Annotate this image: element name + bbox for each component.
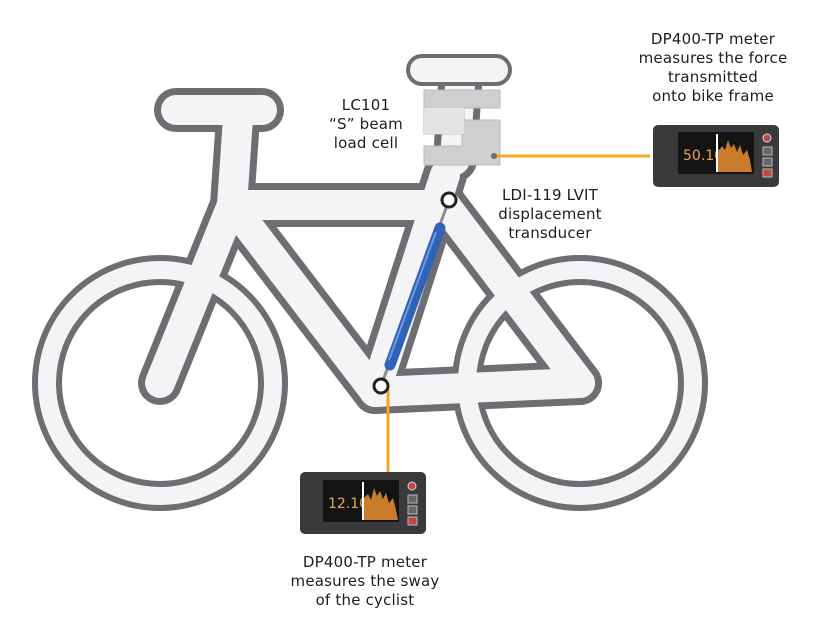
s-beam-load-cell [423,89,501,166]
top-meter-button[interactable] [762,157,773,167]
bottom-meter-power-icon[interactable] [407,481,417,491]
bottom-meter-label: DP400-TP meter measures the sway of the … [280,553,450,610]
top-meter-label: DP400-TP meter measures the force transm… [628,30,798,106]
bike-frame-fill [145,70,595,407]
transducer-label: LDI-119 LVIT displacement transducer [490,186,610,243]
saddle [406,54,512,86]
top-meter-button[interactable] [762,146,773,156]
bottom-meter-label-line1: DP400-TP meter [302,553,428,571]
top-meter-button[interactable] [762,168,773,178]
top-meter: 50.10 [653,125,779,187]
top-meter-histogram [718,140,752,172]
transducer-label-line2: displacement [498,205,602,223]
load-cell-label: LC101 “S” beam load cell [318,96,414,153]
top-meter-label-line3: transmitted [667,68,759,86]
bottom-meter-button[interactable] [407,505,418,515]
bottom-meter-reading: 12.10 [328,496,368,512]
bottom-meter-histogram [364,488,398,520]
cable-top [491,153,650,159]
top-meter-reading: 50.10 [683,148,723,164]
load-cell-label-line2: “S” beam [329,115,403,133]
bottom-meter-button[interactable] [407,516,418,526]
bottom-meter: 12.10 [300,472,426,534]
lvit-transducer [372,191,458,395]
load-cell-label-line1: LC101 [341,96,391,114]
load-cell-label-line3: load cell [333,134,399,152]
top-meter-power-icon[interactable] [762,133,772,143]
bottom-meter-label-line2: measures the sway [290,572,440,590]
bottom-meter-label-line3: of the cyclist [315,591,415,609]
top-meter-label-line4: onto bike frame [652,87,774,105]
bottom-meter-button[interactable] [407,494,418,504]
transducer-label-line1: LDI-119 LVIT [501,186,599,204]
top-meter-label-line2: measures the force [638,49,788,67]
top-meter-label-line1: DP400-TP meter [650,30,776,48]
transducer-label-line3: transducer [508,224,592,242]
